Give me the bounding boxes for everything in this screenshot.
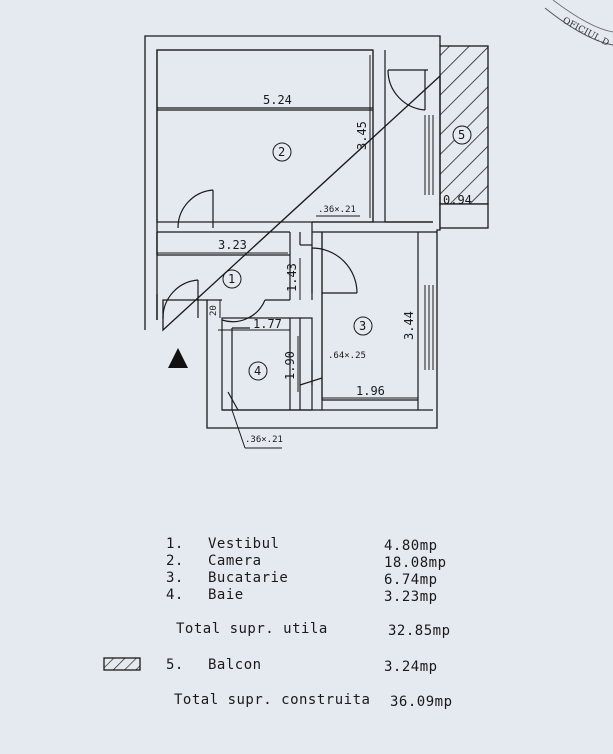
legend-name-3: Bucatarie xyxy=(208,570,289,586)
legend-total-built-label: Total supr. construita xyxy=(174,692,371,708)
room-number-3: 3 xyxy=(359,319,366,333)
stamp-text: OFICIUL D xyxy=(561,16,611,49)
dim-balcony-width: 0.94 xyxy=(443,193,472,207)
room-vestibul xyxy=(157,222,358,323)
balcony-hatch-swatch-icon xyxy=(103,657,141,671)
legend-num-2: 2. xyxy=(166,553,184,569)
dim-duct-bottom: .36×.21 xyxy=(245,435,283,445)
room-baie xyxy=(221,317,322,411)
legend-total-useful-label: Total supr. utila xyxy=(176,621,328,637)
dim-duct-mid: .64×.25 xyxy=(328,351,366,361)
dim-kitchen-depth: 3.44 xyxy=(402,311,416,340)
legend-total-built-value: 36.09mp xyxy=(390,694,453,710)
legend-num-4: 4. xyxy=(166,587,184,603)
windows xyxy=(424,115,434,370)
legend-name-4: Baie xyxy=(208,587,244,603)
legend-num-1: 1. xyxy=(166,536,184,552)
stamp-seal: OFICIUL D xyxy=(544,0,613,49)
dimension-lines xyxy=(157,55,419,449)
dim-baie-width: 1.77 xyxy=(253,317,282,331)
dim-baie-depth: 1.90 xyxy=(283,351,297,380)
legend-name-2: Camera xyxy=(208,553,262,569)
room-camera xyxy=(156,49,437,233)
dim-camera-depth: 3.45 xyxy=(355,121,369,150)
room-number-5: 5 xyxy=(458,128,465,142)
dim-kitchen-width: 1.96 xyxy=(356,384,385,398)
room-number-1: 1 xyxy=(228,272,235,286)
dim-vestibul-depth: 1.43 xyxy=(285,263,299,292)
legend-area-4: 3.23mp xyxy=(384,589,438,605)
balcony-door xyxy=(387,69,428,111)
legend-area-1: 4.80mp xyxy=(384,538,438,554)
room-number-4: 4 xyxy=(254,364,261,378)
balcony-area: 5 xyxy=(439,45,489,229)
legend-area-2: 18.08mp xyxy=(384,555,447,571)
dim-camera-width: 5.24 xyxy=(263,93,292,107)
legend-name-1: Vestibul xyxy=(208,536,280,552)
legend-area-5: 3.24mp xyxy=(384,659,438,675)
legend-num-3: 3. xyxy=(166,570,184,586)
dim-vestibul-width: 3.23 xyxy=(218,238,247,252)
legend-name-5: Balcon xyxy=(208,657,262,673)
legend-num-5: 5. xyxy=(166,657,184,673)
legend-total-useful-value: 32.85mp xyxy=(388,623,451,639)
dim-duct-top: .36×.21 xyxy=(318,205,356,215)
legend-area-3: 6.74mp xyxy=(384,572,438,588)
entrance-triangle-icon xyxy=(168,348,188,368)
camera-door xyxy=(177,189,214,229)
floor-plan-drawing: OFICIUL D 5 xyxy=(144,0,613,449)
dim-small-20: 20 xyxy=(209,305,219,316)
room-numbers: 2 1 3 4 xyxy=(222,142,373,381)
room-number-2: 2 xyxy=(278,145,285,159)
